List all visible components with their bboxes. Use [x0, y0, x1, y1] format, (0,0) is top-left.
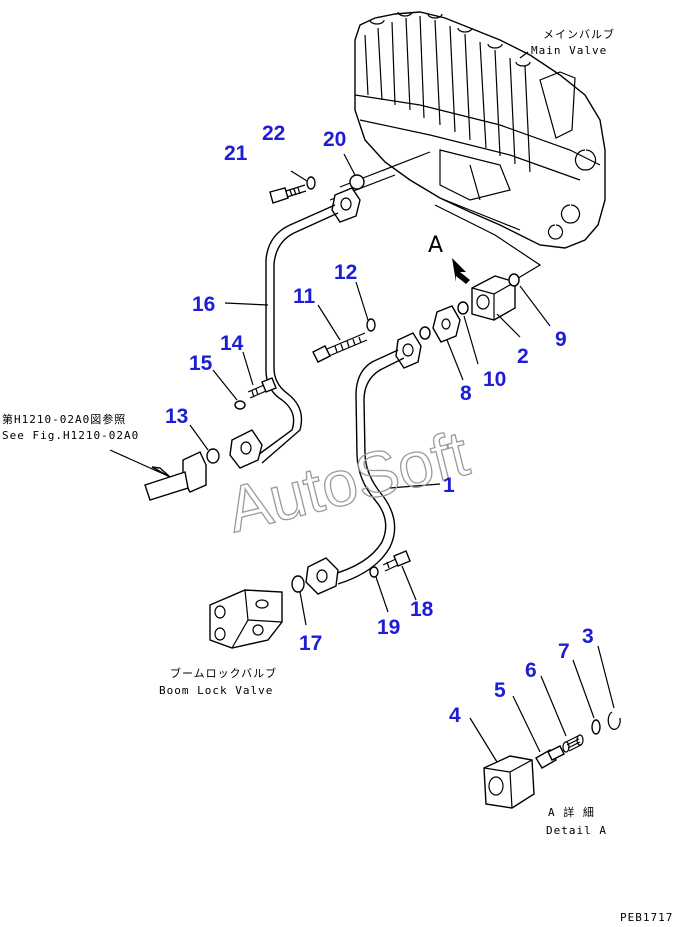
flange-8: [432, 305, 461, 343]
o-ring-8b: [419, 326, 431, 340]
reference-label-en: See Fig.H1210-02A0: [2, 429, 139, 442]
callout-3: 3: [582, 625, 594, 648]
block-4: [483, 755, 535, 809]
callout-4: 4: [449, 704, 461, 727]
callout-13: 13: [165, 405, 188, 428]
callout-5: 5: [494, 679, 506, 702]
reference-fitting: [109, 449, 207, 501]
washer-22: [306, 176, 316, 190]
callout-10: 10: [483, 368, 506, 391]
detail-label-jp: A 詳 細: [548, 805, 595, 819]
callout-21: 21: [224, 142, 248, 165]
fitting-5: [535, 745, 565, 769]
view-arrow-a: [452, 258, 470, 284]
callout-1: 1: [443, 474, 455, 497]
bolt-18: [382, 550, 411, 572]
bolt-21: [269, 184, 307, 204]
callout-20: 20: [323, 128, 346, 151]
washer-12: [366, 318, 376, 332]
main-valve-label-en: Main Valve: [531, 44, 607, 57]
reference-label-jp: 第H1210-02A0図参照: [2, 412, 126, 426]
pipe-1: [305, 332, 422, 595]
spring-6: [562, 734, 584, 753]
o-ring-20: [349, 174, 365, 190]
callout-19: 19: [377, 616, 400, 639]
main-valve-label-jp: メインバルブ: [543, 27, 615, 41]
block-2: [471, 275, 516, 321]
callout-12: 12: [334, 261, 357, 284]
bolt-11: [312, 332, 368, 363]
callout-18: 18: [410, 598, 434, 621]
callout-15: 15: [189, 352, 213, 375]
washer-19: [369, 566, 379, 578]
o-ring-7: [591, 719, 601, 735]
callout-7: 7: [558, 640, 570, 663]
washer-15: [234, 400, 246, 410]
detail-label-en: Detail A: [546, 824, 607, 837]
boom-lock-valve-label-en: Boom Lock Valve: [159, 684, 273, 697]
o-ring-9: [508, 273, 520, 287]
bolt-14: [247, 377, 277, 399]
boom-lock-valve-label-jp: ブームロックバルブ: [170, 666, 277, 680]
snap-ring-3: [607, 711, 621, 730]
watermark: AutoSoft: [220, 417, 476, 546]
view-marker: A: [428, 233, 443, 258]
callout-6: 6: [525, 659, 537, 682]
drawing-code: PEB1717: [620, 911, 673, 924]
leader-lines: [189, 51, 615, 763]
callout-2: 2: [517, 345, 529, 368]
boom-lock-valve: [209, 589, 283, 649]
callout-11: 11: [293, 285, 316, 308]
o-ring-10: [457, 301, 469, 315]
pipe-16: [229, 187, 361, 469]
callout-9: 9: [555, 328, 567, 351]
o-ring-17: [291, 575, 305, 593]
callout-22: 22: [262, 122, 285, 145]
o-ring-13: [206, 448, 220, 464]
callouts: 1 2 3 4 5 6 7 8 9 10 11 12 13 14 15 16 1…: [165, 122, 594, 727]
callout-17: 17: [299, 632, 322, 655]
callout-16: 16: [192, 293, 215, 316]
callout-14: 14: [220, 332, 244, 355]
callout-8: 8: [460, 382, 472, 405]
